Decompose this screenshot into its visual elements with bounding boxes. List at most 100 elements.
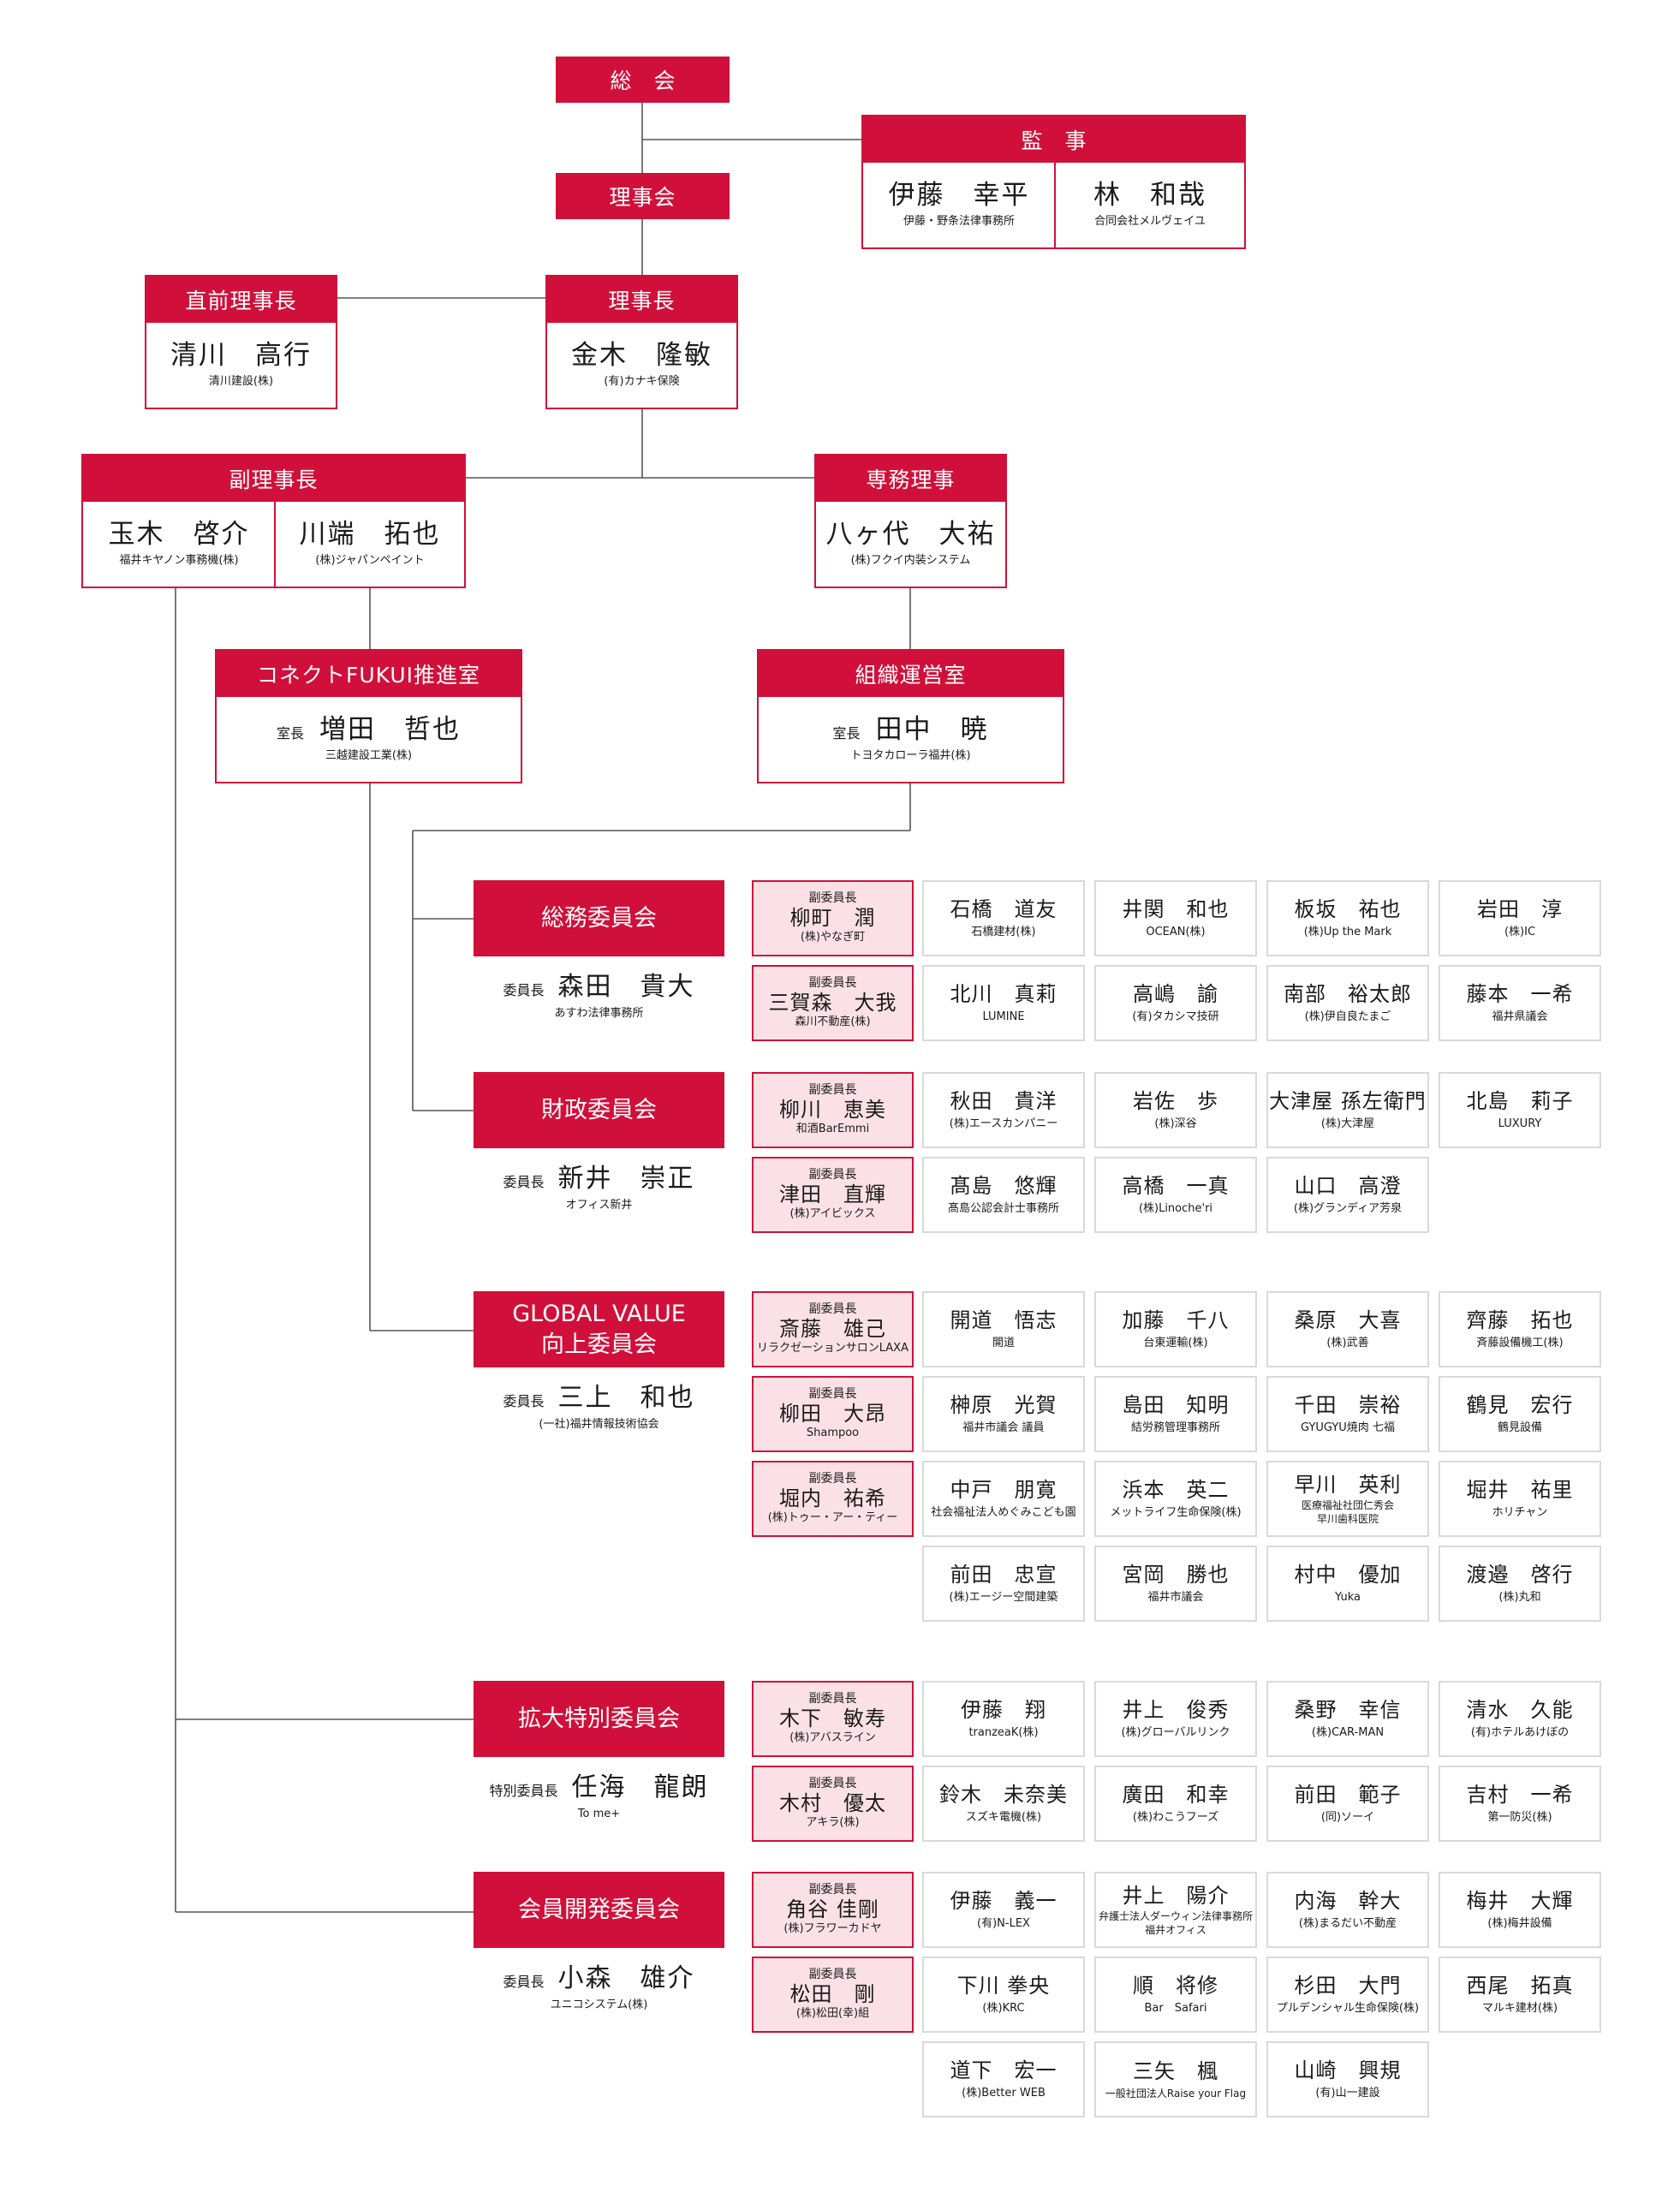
member-card: 石橋 道友石橋建材(株) xyxy=(922,880,1085,956)
member-name: 順 将修 xyxy=(1133,1974,1218,1998)
member-name: 南部 裕太郎 xyxy=(1284,982,1412,1007)
member-org: 第一防災(株) xyxy=(1487,1811,1552,1826)
vice-chair-name: 斎藤 雄己 xyxy=(779,1317,886,1342)
member-org: (株)大津屋 xyxy=(1321,1117,1374,1132)
committee-box: 会員開発委員会 xyxy=(474,1872,724,1948)
member-org: LUMINE xyxy=(982,1010,1024,1025)
person-org: (有)カナキ保険 xyxy=(604,375,680,389)
member-org-line: (株)わこうフーズ xyxy=(1132,1811,1219,1825)
member-org: tranzeaK(株) xyxy=(968,1726,1038,1741)
chair-name: 新井 崇正 xyxy=(557,1164,695,1194)
vice-chair-card: 副委員長松田 剛(株)松田(幸)組 xyxy=(752,1957,914,2033)
member-org-line: 鶴見設備 xyxy=(1497,1421,1542,1435)
member-name: 宮岡 勝也 xyxy=(1122,1563,1230,1587)
member-card: 髙島 悠輝髙島公認会計士事務所 xyxy=(922,1157,1085,1233)
committee-chair: 委員長小森 雄介ユニコシステム(株) xyxy=(474,1963,724,2033)
member-card: 加藤 千八台東運輸(株) xyxy=(1094,1291,1257,1367)
member-org: 社会福祉法人めぐみこども園 xyxy=(931,1506,1075,1521)
member-name: 岩田 淳 xyxy=(1477,897,1563,922)
member-name: 西尾 拓真 xyxy=(1466,1974,1574,1998)
member-org-line: 一般社団法人Raise your Flag xyxy=(1105,2087,1247,2100)
person-name: 川端 拓也 xyxy=(299,518,441,550)
vice-chair-card: 副委員長三賀森 大我森川不動産(株) xyxy=(752,965,914,1041)
member-org-line: (有)タカシマ技研 xyxy=(1132,1010,1219,1024)
vice-chair-name: 柳町 潤 xyxy=(789,906,876,931)
member-org-line: OCEAN(株) xyxy=(1146,926,1206,939)
committee-box: GLOBAL VALUE 向上委員会 xyxy=(474,1291,724,1367)
member-org: (株)エージー空間建築 xyxy=(950,1591,1058,1605)
member-org: (有)N-LEX xyxy=(977,1917,1030,1932)
role-label: 室長 xyxy=(276,724,304,742)
member-name: 伊藤 翔 xyxy=(961,1698,1046,1723)
member-org-line: 第一防災(株) xyxy=(1487,1811,1552,1825)
member-org-line: 早川歯科医院 xyxy=(1316,1512,1379,1525)
board-box: 理事会 xyxy=(556,173,730,219)
vice-chair-name: 堀内 祐希 xyxy=(779,1486,886,1511)
committee-name-line: 財政委員会 xyxy=(541,1096,657,1123)
member-org: (株)Linoche'ri xyxy=(1139,1202,1212,1217)
member-org-line: 開道 xyxy=(992,1337,1015,1350)
member-org-line: (株)グローバルリンク xyxy=(1121,1726,1230,1740)
member-card: 高嶋 諭(有)タカシマ技研 xyxy=(1094,965,1257,1041)
member-org: (株)CAR-MAN xyxy=(1312,1726,1384,1741)
member-name: 杉田 大門 xyxy=(1294,1974,1402,1998)
member-card: 伊藤 義一 (有)N-LEX xyxy=(922,1872,1085,1948)
member-org-line: 斉藤設備機工(株) xyxy=(1476,1337,1564,1350)
vice-chair-name: 三賀森 大我 xyxy=(768,991,897,1016)
member-card: 板坂 祐也(株)Up the Mark xyxy=(1266,880,1429,956)
committee-name-line: 向上委員会 xyxy=(541,1331,657,1358)
vice-chair-role: 副委員長 xyxy=(808,890,857,905)
general-meeting-label: 総会 xyxy=(556,57,730,103)
person-name: 玉木 啓介 xyxy=(108,518,250,550)
member-org-line: GYUGYU焼肉 七福 xyxy=(1301,1421,1395,1435)
member-card: 秋田 貴洋(株)エースカンパニー xyxy=(922,1072,1085,1148)
member-name: 中戸 朋寛 xyxy=(950,1478,1057,1503)
member-name: 加藤 千八 xyxy=(1122,1308,1230,1333)
member-org: 台東運輸(株) xyxy=(1143,1337,1207,1351)
vice-chair-name: 津田 直輝 xyxy=(779,1182,886,1207)
member-org-line: (株)グランディア芳泉 xyxy=(1293,1202,1403,1216)
member-org-line: (株)Better WEB xyxy=(962,2087,1046,2100)
member-name: 内海 幹大 xyxy=(1294,1889,1402,1914)
member-name: 早川 英利 xyxy=(1294,1472,1402,1497)
committee-name-line: GLOBAL VALUE xyxy=(512,1301,686,1328)
vice-presidents-divider xyxy=(274,502,276,587)
member-org-line: 弁護士法人ダーウィン法律事務所 xyxy=(1098,1909,1253,1922)
person-org: 清川建設(株) xyxy=(208,375,274,389)
member-org: 福井市議会 議員 xyxy=(962,1421,1044,1436)
person-name: 伊藤 幸平 xyxy=(888,179,1030,211)
member-org-line: マルキ建材(株) xyxy=(1481,2002,1558,2016)
vice-chair-role: 副委員長 xyxy=(808,975,857,990)
member-card: 吉村 一希第一防災(株) xyxy=(1439,1766,1601,1842)
vice-chair-role: 副委員長 xyxy=(808,1882,857,1897)
member-name: 高橋 一真 xyxy=(1122,1174,1230,1199)
vice-chair-card: 副委員長堀内 祐希(株)トゥー・アー・ティー xyxy=(752,1461,914,1537)
member-card: 桑原 大喜(株)武善 xyxy=(1266,1291,1429,1367)
member-org-line: LUMINE xyxy=(982,1010,1025,1024)
person-name: 増田 哲也 xyxy=(319,713,461,745)
member-org: プルデンシャル生命保険(株) xyxy=(1277,2002,1419,2016)
member-card: 齊藤 拓也斉藤設備機工(株) xyxy=(1439,1291,1601,1367)
member-org-line: (株)CAR-MAN xyxy=(1311,1726,1385,1740)
member-name: 伊藤 義一 xyxy=(950,1889,1057,1914)
vice-chair-role: 副委員長 xyxy=(808,1776,857,1790)
member-card: 岩佐 歩(株)深谷 xyxy=(1094,1072,1257,1148)
chair-name: 小森 雄介 xyxy=(557,1963,695,1993)
member-org-line: (株)まるだい不動産 xyxy=(1298,1917,1397,1931)
member-org-line: tranzeaK(株) xyxy=(968,1726,1039,1740)
org-office-box: 組織運営室 室長 田中 暁 トヨタカローラ福井(株) xyxy=(757,649,1064,783)
member-org-line: (株)Linoche'ri xyxy=(1138,1202,1213,1216)
chair-role-line: 委員長小森 雄介 xyxy=(474,1963,724,1994)
member-name: 前田 範子 xyxy=(1294,1783,1402,1808)
chair-role-line: 委員長三上 和也 xyxy=(474,1383,724,1414)
member-card: 宮岡 勝也福井市議会 xyxy=(1094,1546,1257,1622)
member-card: 前田 忠宣(株)エージー空間建築 xyxy=(922,1546,1085,1622)
member-card: 清水 久能(有)ホテルあけぼの xyxy=(1439,1681,1601,1757)
member-org-line: (株)武善 xyxy=(1326,1337,1369,1350)
member-org: (株)Up the Mark xyxy=(1304,926,1392,940)
member-card: 廣田 和幸(株)わこうフーズ xyxy=(1094,1766,1257,1842)
